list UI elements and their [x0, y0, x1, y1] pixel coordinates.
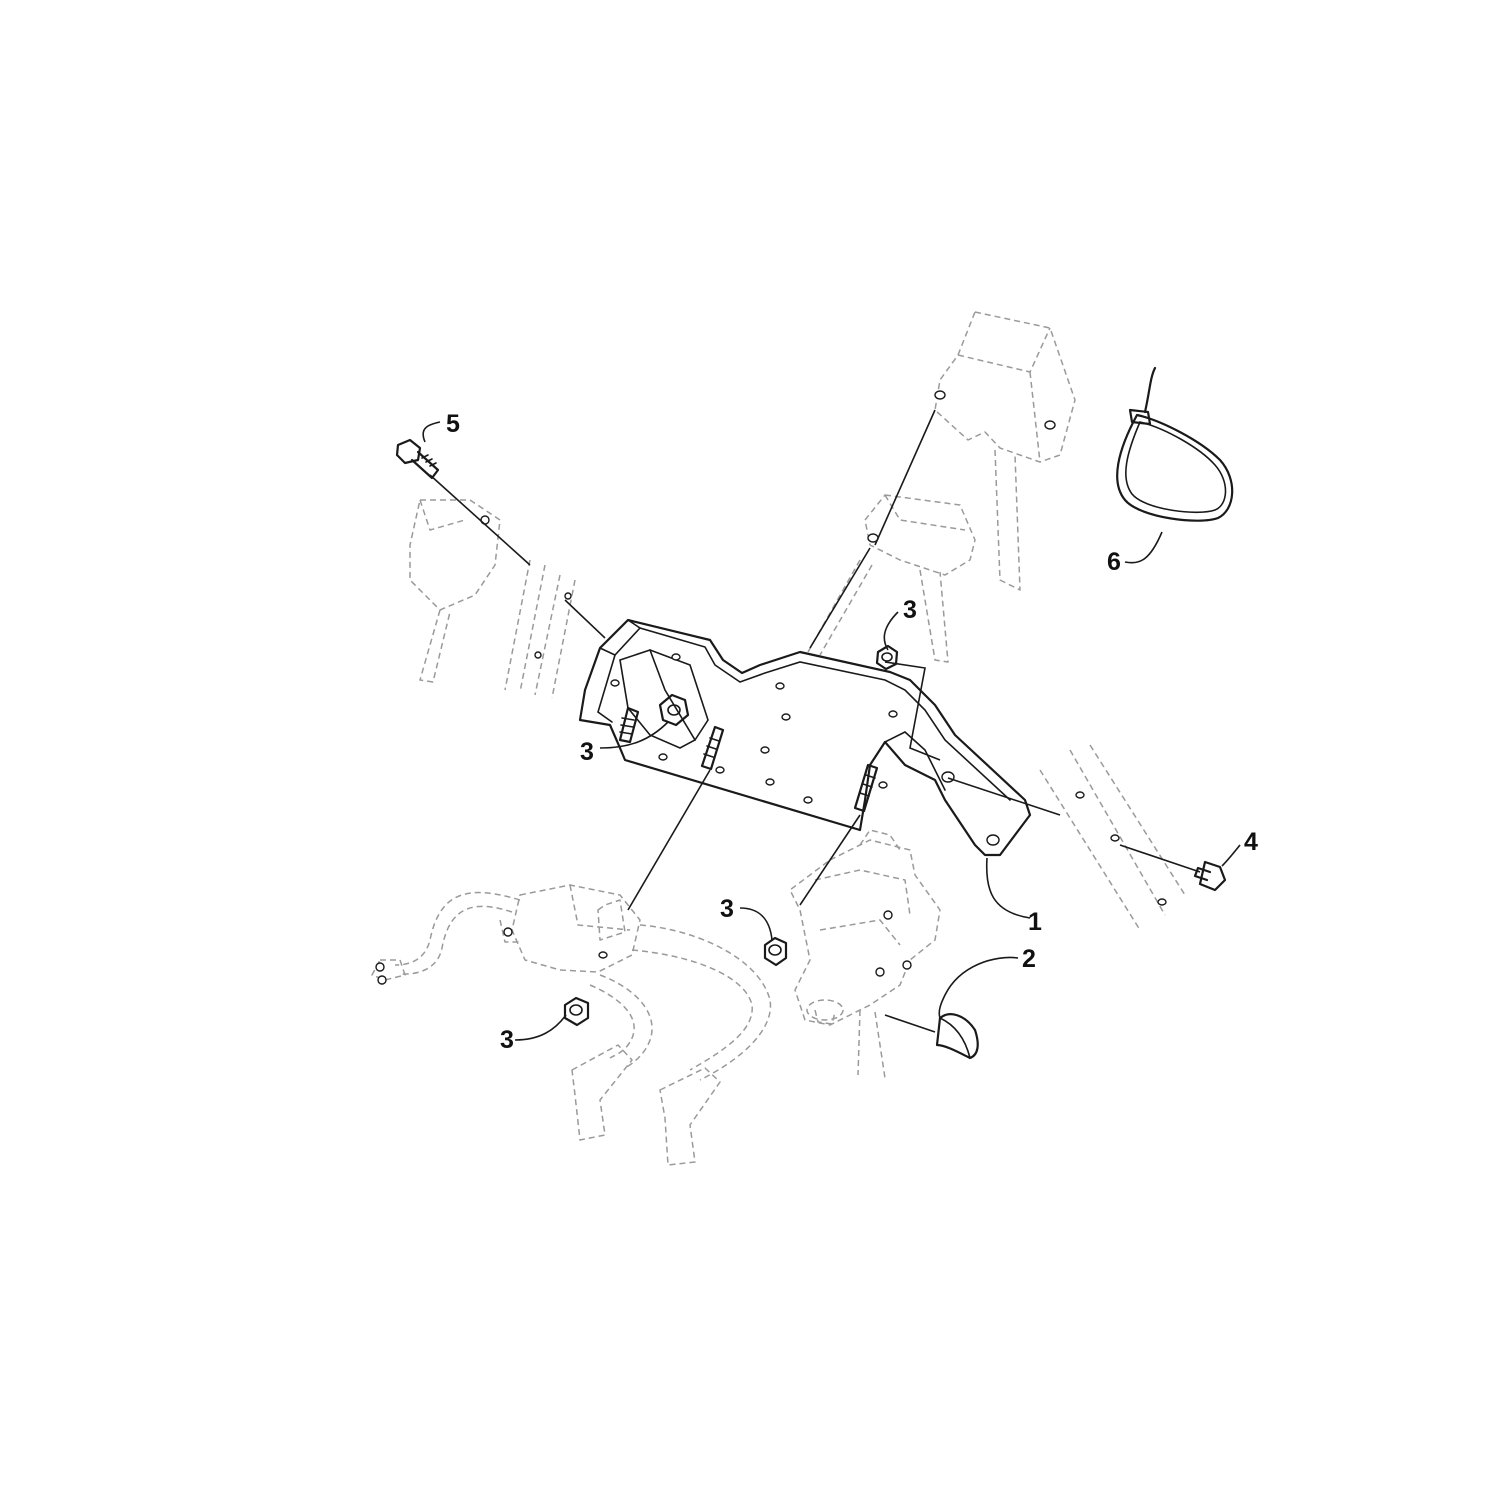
ghost-shaft — [807, 559, 873, 656]
ghost-frame-tube-left — [504, 559, 576, 699]
callout-1: 1 — [1028, 908, 1042, 936]
callout-5: 5 — [446, 410, 460, 438]
callout-leaders — [422, 421, 1241, 1041]
ghost-frame-tube-right — [1039, 744, 1186, 931]
assembly-lines — [429, 409, 1201, 1033]
ghost-module-left — [409, 499, 501, 683]
callout-3-lower-left: 3 — [500, 1026, 514, 1054]
mounting-bracket — [578, 618, 1032, 857]
ghost-module-upper — [934, 311, 1076, 591]
bolt-upper-left — [395, 438, 440, 480]
bolt-right — [1193, 860, 1227, 892]
clip — [935, 1013, 979, 1060]
ghost-tube-lower — [857, 1009, 886, 1079]
bracket-studs — [618, 706, 879, 813]
callout-3-upper-right: 3 — [903, 596, 917, 624]
callout-3-actuator: 3 — [720, 895, 734, 923]
callout-6: 6 — [1107, 548, 1121, 576]
callout-2: 2 — [1022, 945, 1036, 973]
nut-actuator — [763, 936, 788, 967]
callout-4: 4 — [1244, 828, 1258, 856]
callout-labels: 5 6 3 3 3 3 4 1 2 — [446, 410, 1258, 1054]
nut-lower-left — [563, 996, 590, 1027]
callout-3-bracket: 3 — [580, 738, 594, 766]
ghost-actuator-assembly — [789, 829, 941, 1026]
ghost-ignition-coil — [371, 884, 772, 1166]
cable-tie — [1116, 366, 1234, 522]
ghost-module-middle — [864, 494, 976, 663]
nut-left-bracket — [658, 693, 690, 727]
